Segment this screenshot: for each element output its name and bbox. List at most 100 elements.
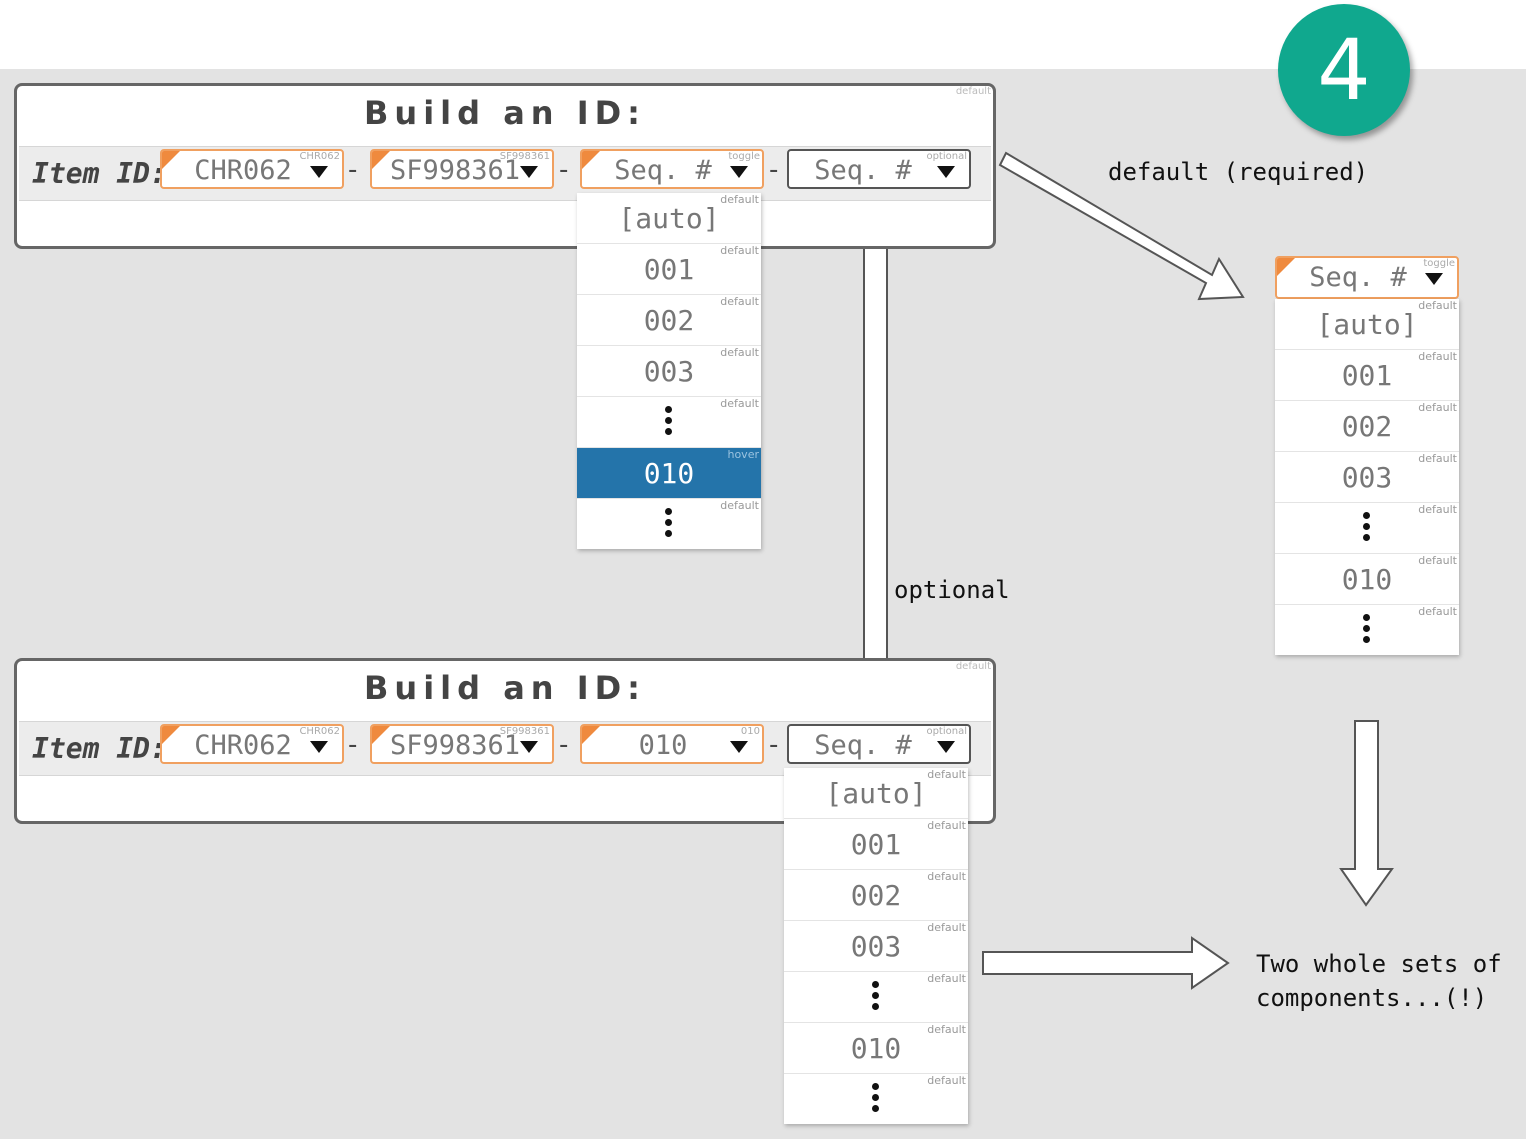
- option-state-tag: default: [1418, 503, 1457, 516]
- optional-note: optional: [894, 576, 1010, 604]
- item-id-label: Item ID:: [32, 732, 167, 765]
- chevron-down-icon[interactable]: [520, 741, 538, 753]
- option-state-tag: default: [927, 921, 966, 934]
- seq-value: Seq. #: [814, 730, 912, 761]
- option-state-tag: default: [720, 193, 759, 206]
- separator: -: [559, 155, 569, 185]
- option-001[interactable]: 001 default: [577, 244, 761, 295]
- id-builder-panel-top: Build an ID: default Item ID: CHR062 CHR…: [14, 83, 996, 249]
- panel-title: Build an ID:: [364, 669, 646, 707]
- side-seq-select-toggle[interactable]: Seq. # toggle: [1275, 256, 1459, 299]
- field-state-tag: CHR062: [299, 151, 340, 162]
- option-label: 001: [643, 253, 695, 286]
- required-flag: [372, 726, 390, 744]
- separator: -: [769, 730, 779, 760]
- chevron-down-icon[interactable]: [730, 741, 748, 753]
- option-label: 010: [643, 457, 695, 490]
- option-auto[interactable]: [auto]default: [1275, 299, 1459, 350]
- option-more[interactable]: default: [1275, 503, 1459, 554]
- option-label: 003: [850, 930, 902, 963]
- code-select[interactable]: SF998361 SF998361: [370, 724, 554, 764]
- option-auto[interactable]: [auto]default: [784, 768, 968, 819]
- option-state-tag: default: [927, 972, 966, 985]
- option-auto[interactable]: [auto]default: [577, 193, 761, 244]
- separator: -: [348, 730, 358, 760]
- required-flag: [582, 726, 600, 744]
- prefix-select[interactable]: CHR062 CHR062: [160, 149, 344, 189]
- option-state-tag: default: [1418, 605, 1457, 618]
- option-002[interactable]: 002 default: [577, 295, 761, 346]
- chevron-down-icon[interactable]: [937, 166, 955, 178]
- option-state-tag: default: [927, 819, 966, 832]
- option-more[interactable]: default: [577, 397, 761, 448]
- option-state-tag: default: [720, 244, 759, 257]
- option-more[interactable]: default: [1275, 605, 1459, 655]
- option-label: 001: [1341, 359, 1393, 392]
- option-more[interactable]: default: [577, 499, 761, 549]
- chevron-down-icon[interactable]: [310, 741, 328, 753]
- seq-select-toggle[interactable]: Seq. # toggle: [580, 149, 764, 189]
- prefix-select[interactable]: CHR062 CHR062: [160, 724, 344, 764]
- chevron-down-icon[interactable]: [1425, 273, 1443, 285]
- step-badge: 4: [1278, 4, 1410, 136]
- option-label: [auto]: [1316, 308, 1418, 341]
- option-state-tag: default: [927, 1074, 966, 1087]
- option-state-tag: default: [720, 397, 759, 410]
- item-id-label: Item ID:: [32, 157, 167, 190]
- required-flag: [372, 151, 390, 169]
- option-label: 002: [643, 304, 695, 337]
- option-state-tag: default: [720, 346, 759, 359]
- panel-title: Build an ID:: [364, 94, 646, 132]
- seq-value: Seq. #: [814, 155, 912, 186]
- option-label: 010: [1341, 563, 1393, 596]
- vertical-ellipsis-icon: [872, 1083, 880, 1116]
- option-label: 002: [1341, 410, 1393, 443]
- option-more[interactable]: default: [784, 972, 968, 1023]
- option-label: [auto]: [618, 202, 720, 235]
- option-state-tag: default: [927, 1023, 966, 1036]
- vertical-ellipsis-icon: [665, 508, 673, 541]
- option-label: [auto]: [825, 777, 927, 810]
- seq-select-selected[interactable]: 010 010: [580, 724, 764, 764]
- seq-value: Seq. #: [614, 155, 712, 186]
- option-003[interactable]: 003 default: [784, 921, 968, 972]
- option-more[interactable]: default: [784, 1074, 968, 1124]
- chevron-down-icon[interactable]: [937, 741, 955, 753]
- field-state-tag: optional: [926, 151, 967, 162]
- option-label: 002: [850, 879, 902, 912]
- seq-select-optional[interactable]: Seq. # optional: [787, 149, 971, 189]
- required-flag: [582, 151, 600, 169]
- separator: -: [348, 155, 358, 185]
- separator: -: [559, 730, 569, 760]
- seq-select-optional[interactable]: Seq. # optional: [787, 724, 971, 764]
- chevron-down-icon[interactable]: [520, 166, 538, 178]
- two-sets-note-line2: components...(!): [1256, 984, 1488, 1012]
- two-sets-note-line1: Two whole sets of: [1256, 950, 1502, 978]
- field-state-tag: CHR062: [299, 726, 340, 737]
- chevron-down-icon[interactable]: [730, 166, 748, 178]
- option-state-tag: default: [720, 499, 759, 512]
- id-field-row: Item ID: CHR062 CHR062 - SF998361 SF9983…: [19, 146, 991, 201]
- field-state-tag: toggle: [1423, 258, 1455, 269]
- default-required-note: default (required): [1108, 158, 1369, 186]
- required-flag: [1277, 258, 1295, 276]
- code-value: SF998361: [390, 730, 521, 761]
- vertical-ellipsis-icon: [665, 406, 673, 439]
- chevron-down-icon[interactable]: [310, 166, 328, 178]
- vertical-ellipsis-icon: [1363, 614, 1371, 647]
- option-state-tag: default: [720, 295, 759, 308]
- vertical-ellipsis-icon: [872, 981, 880, 1014]
- code-select[interactable]: SF998361 SF998361: [370, 149, 554, 189]
- field-state-tag: optional: [926, 726, 967, 737]
